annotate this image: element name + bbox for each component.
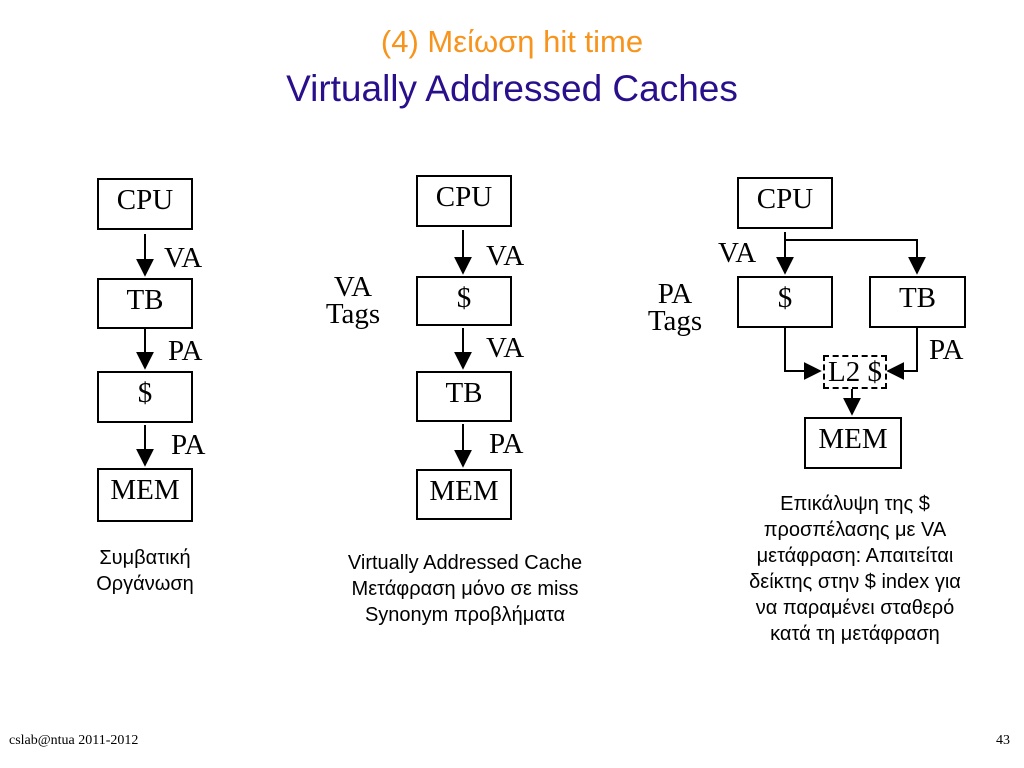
d3-label-pa: PA xyxy=(929,334,964,366)
d2-label-va-1: VA xyxy=(486,240,525,272)
d2-label-pa: PA xyxy=(489,428,524,460)
d1-caption: Συμβατική Οργάνωση xyxy=(52,545,238,597)
d2-tags-line: Tags xyxy=(325,298,381,330)
d1-mem-box: MEM xyxy=(97,468,193,522)
d3-tags-line: PA xyxy=(657,278,693,310)
d2-label-va-tags: VA Tags xyxy=(316,271,390,330)
slide-title-line2: Virtually Addressed Caches xyxy=(286,68,738,109)
d1-label-pa-1: PA xyxy=(168,335,203,367)
d2-label-va-2: VA xyxy=(486,332,525,364)
d3-caption-line: προσπέλασης με VA xyxy=(763,519,947,541)
d3-caption-line: κατά τη μετάφραση xyxy=(770,623,940,645)
d3-line-tb-l2 xyxy=(886,328,918,380)
d3-caption-line: μετάφραση: Απαιτείται xyxy=(756,545,954,567)
d1-caption-line: Συμβατική xyxy=(99,547,191,569)
d2-tags-line: VA xyxy=(333,271,373,303)
d2-tb-box: TB xyxy=(416,371,512,422)
footer-credit: cslab@ntua 2011-2012 xyxy=(9,733,139,748)
d1-label-va: VA xyxy=(164,242,203,274)
d3-label-pa-tags: PA Tags xyxy=(638,278,712,337)
d2-caption-line: Μετάφραση μόνο σε miss xyxy=(351,578,579,600)
d3-caption-line: να παραμένει σταθερό xyxy=(755,597,955,619)
d3-l2-cache: L2 $ xyxy=(823,355,887,389)
d3-line-cache-l2 xyxy=(784,328,822,380)
d3-cache-box: $ xyxy=(737,276,833,328)
d3-line-cpu-tb xyxy=(785,239,926,275)
d3-tags-line: Tags xyxy=(647,305,703,337)
d2-caption: Virtually Addressed Cache Μετάφραση μόνο… xyxy=(300,550,630,628)
d3-mem-box: MEM xyxy=(804,417,902,469)
d3-caption-line: Επικάλυψη της $ xyxy=(780,493,930,515)
d2-caption-line: Virtually Addressed Cache xyxy=(347,552,583,574)
d3-tb-box: TB xyxy=(869,276,966,328)
d1-cpu-box: CPU xyxy=(97,178,193,230)
d1-caption-line: Οργάνωση xyxy=(96,573,194,595)
d2-cpu-box: CPU xyxy=(416,175,512,227)
d2-cache-box: $ xyxy=(416,276,512,326)
d3-label-va: VA xyxy=(718,237,757,269)
d3-caption: Επικάλυψη της $ προσπέλασης με VA μετάφρ… xyxy=(700,491,1010,647)
d3-caption-line: δείκτης στην $ index για xyxy=(749,571,961,593)
d1-label-pa-2: PA xyxy=(171,429,206,461)
d3-cpu-box: CPU xyxy=(737,177,833,229)
d2-caption-line: Synonym προβλήματα xyxy=(364,604,566,626)
d1-tb-box: TB xyxy=(97,278,193,329)
d2-mem-box: MEM xyxy=(416,469,512,520)
page-number: 43 xyxy=(996,733,1010,748)
slide-title-line1: (4) Μείωση hit time xyxy=(380,24,644,59)
d1-cache-box: $ xyxy=(97,371,193,423)
